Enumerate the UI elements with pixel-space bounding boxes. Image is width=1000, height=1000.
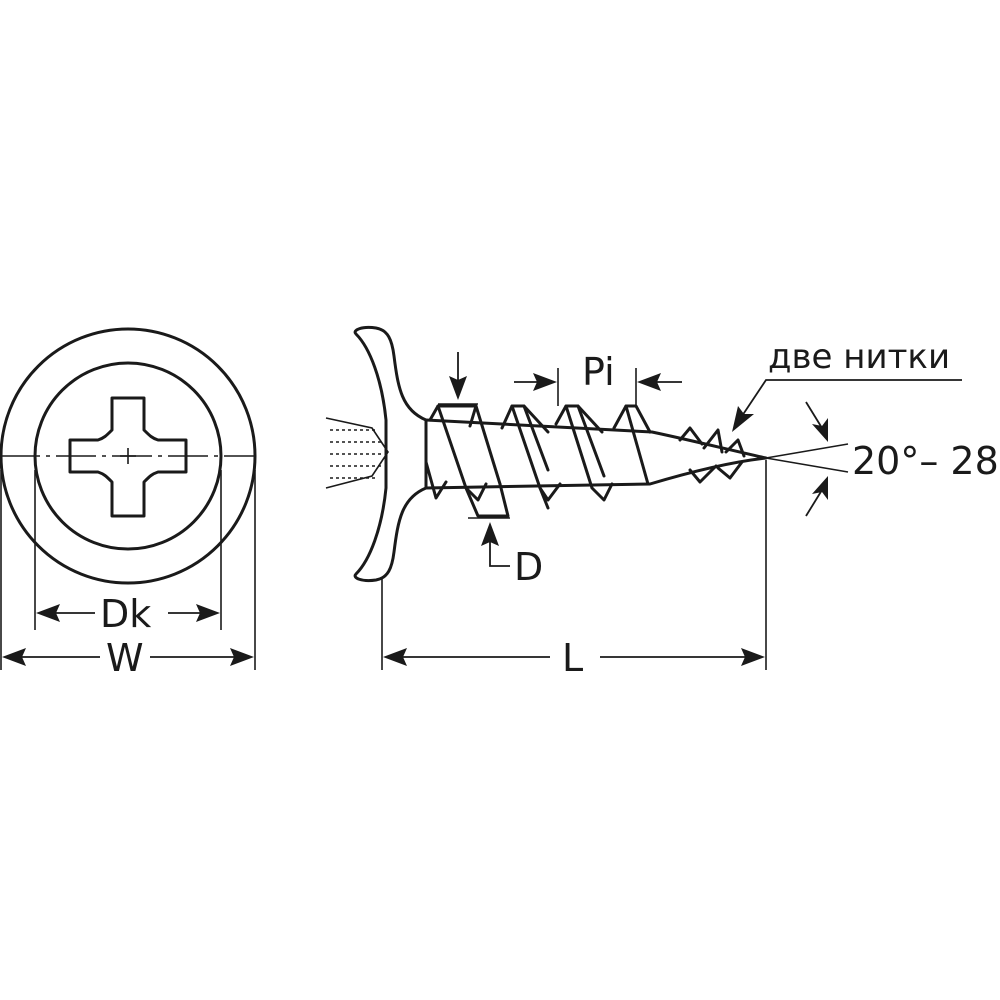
dk-arrow-left (36, 604, 60, 622)
phillips-cross-icon (68, 396, 188, 518)
d-bottom-arrow (481, 522, 499, 546)
screw-side-view: L Pi D две нитки 20°– 28° (325, 326, 1000, 680)
screw-threads (424, 404, 746, 518)
w-label: W (106, 636, 144, 680)
w-arrow-right (230, 648, 254, 666)
two-threads-label: две нитки (768, 337, 950, 377)
tip-angle-line-upper (765, 443, 849, 459)
d-label: D (514, 545, 543, 589)
head-top-view: Dk W (0, 327, 257, 680)
pi-label: Pi (582, 350, 615, 394)
two-threads-leader (741, 379, 962, 417)
head-recess (325, 417, 389, 489)
pi-arrow-left (533, 373, 557, 391)
screw-head (353, 326, 428, 582)
tip-angle-line-lower (765, 457, 849, 473)
l-arrow-left (383, 648, 407, 666)
dk-label: Dk (100, 592, 151, 636)
d-top-arrow (449, 376, 467, 400)
dk-arrow-right (196, 604, 220, 622)
l-label: L (562, 636, 583, 680)
pi-arrow-right (637, 373, 661, 391)
angle-arrow-lower-stem (805, 489, 823, 517)
angle-label: 20°– 28° (852, 439, 1000, 483)
l-arrow-right (741, 648, 765, 666)
angle-arrow-upper-stem (805, 401, 823, 429)
d-leader (489, 540, 510, 567)
two-threads-arrow (732, 406, 754, 432)
w-arrow-left (2, 648, 26, 666)
angle-arrow-upper (812, 418, 828, 442)
angle-arrow-lower (812, 476, 828, 500)
